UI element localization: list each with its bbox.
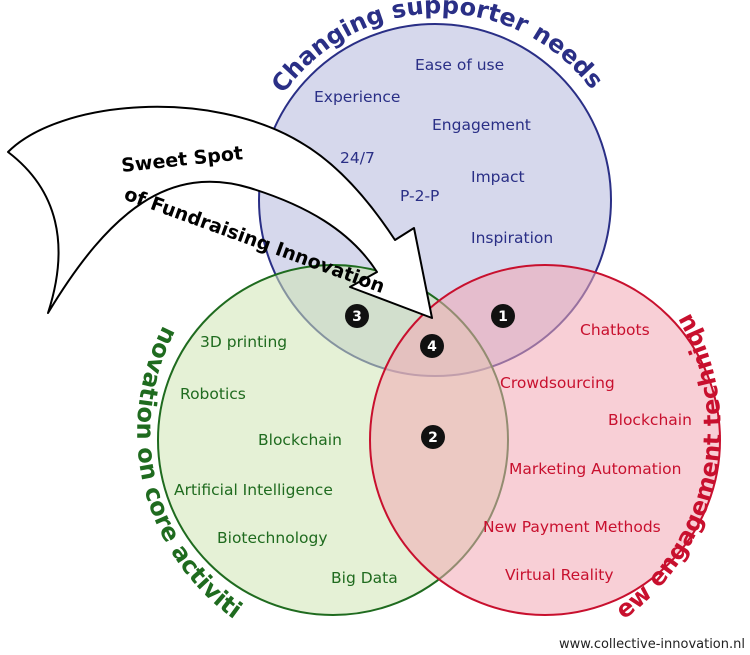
badge-2-label: 2 <box>428 430 438 446</box>
item-marketing-automation: Marketing Automation <box>509 460 681 478</box>
item-big-data: Big Data <box>331 569 398 587</box>
badge-1-label: 1 <box>498 309 508 325</box>
item-blockchain-core: Blockchain <box>258 431 342 449</box>
item-3d-printing: 3D printing <box>200 333 287 351</box>
item-impact: Impact <box>471 168 525 186</box>
item-blockchain-engagement: Blockchain <box>608 411 692 429</box>
item-engagement: Engagement <box>432 116 531 134</box>
core-activities-items: 3D printing Robotics Blockchain Artifici… <box>174 333 398 587</box>
badge-4: 4 <box>420 334 444 358</box>
badge-3: 3 <box>345 304 369 328</box>
item-virtual-reality: Virtual Reality <box>505 566 614 584</box>
source-credit: www.collective-innovation.nl <box>559 637 745 652</box>
item-experience: Experience <box>314 88 400 106</box>
item-24-7: 24/7 <box>340 149 375 167</box>
item-artificial-intelligence: Artificial Intelligence <box>174 481 333 499</box>
supporter-needs-items: Ease of use Experience Engagement 24/7 I… <box>314 56 553 247</box>
circle-engagement-techniques <box>369 264 721 616</box>
item-ease-of-use: Ease of use <box>415 56 504 74</box>
badge-3-label: 3 <box>352 309 362 325</box>
item-crowdsourcing: Crowdsourcing <box>500 374 615 392</box>
sweet-spot-arrow <box>7 105 433 319</box>
badge-4-label: 4 <box>427 339 437 355</box>
item-chatbots: Chatbots <box>580 321 650 339</box>
item-new-payment-methods: New Payment Methods <box>483 518 661 536</box>
badge-1: 1 <box>491 304 515 328</box>
item-p2p: P-2-P <box>400 187 439 205</box>
engagement-techniques-items: Chatbots Crowdsourcing Blockchain Market… <box>483 321 692 584</box>
item-biotechnology: Biotechnology <box>217 529 328 547</box>
badge-2: 2 <box>421 425 445 449</box>
item-robotics: Robotics <box>180 385 246 403</box>
item-inspiration: Inspiration <box>471 229 553 247</box>
